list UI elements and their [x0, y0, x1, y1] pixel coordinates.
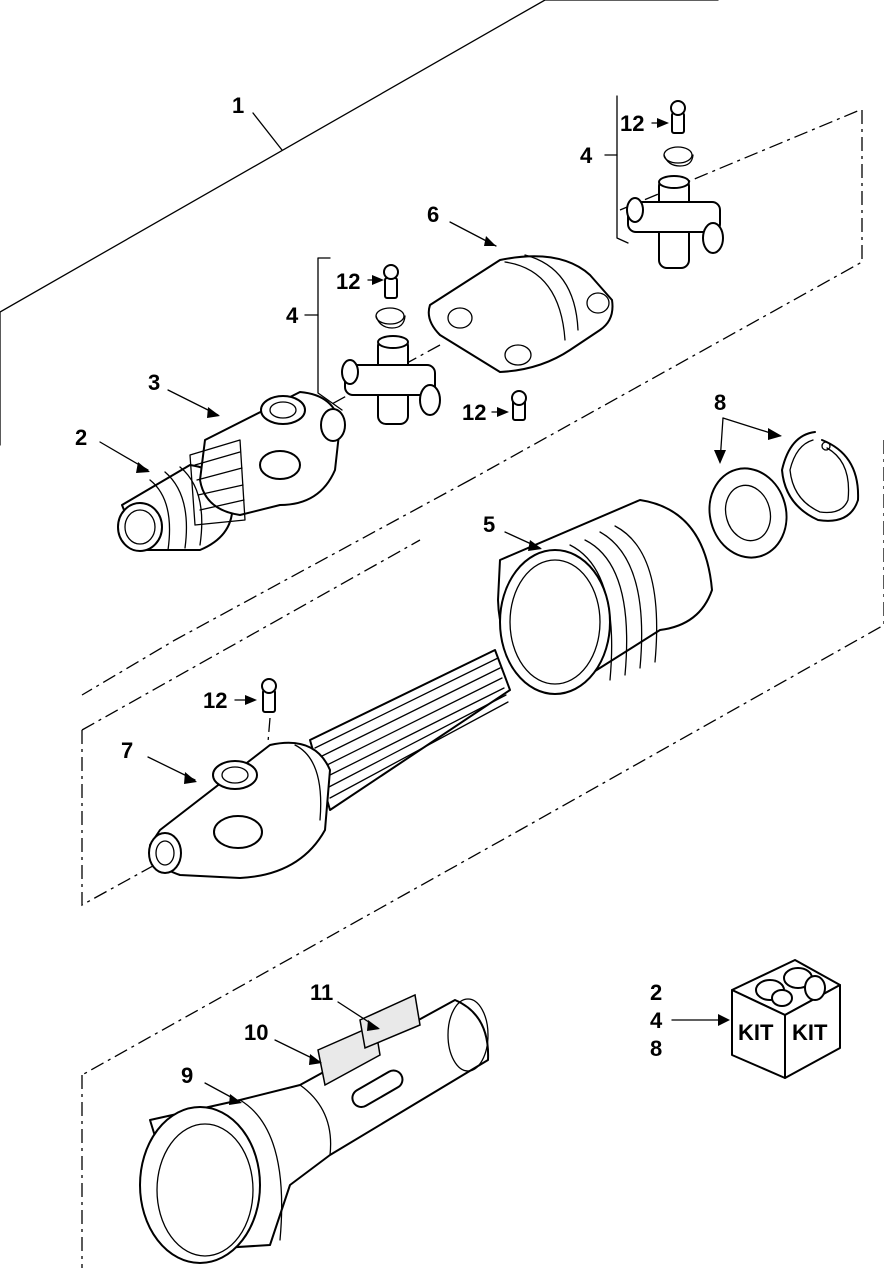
kit-label-right: KIT [792, 1020, 828, 1045]
part-3-yoke [189, 391, 346, 526]
callout-4-right: 4 [580, 143, 593, 168]
part-8-seal-and-circlip [708, 431, 860, 559]
kit-box: KIT KIT [731, 959, 841, 1079]
part-9-guard-cone [139, 998, 490, 1264]
kit-label-left: KIT [738, 1020, 774, 1045]
kit-item-4: 4 [650, 1008, 663, 1033]
kit-item-2: 2 [650, 980, 662, 1005]
callout-12-middle: 12 [462, 400, 486, 425]
part-11-decal [359, 993, 421, 1050]
guard-slot [351, 1069, 404, 1108]
callout-12-top: 12 [620, 111, 644, 136]
callout-4-left: 4 [286, 303, 299, 328]
part-4-cross-left [341, 264, 441, 425]
callout-10: 10 [244, 1020, 268, 1045]
part-12-grease-nipple-low [261, 678, 277, 713]
callout-9: 9 [181, 1063, 193, 1088]
callout-12-upper: 12 [336, 269, 360, 294]
part-7-splined-yoke [148, 649, 511, 879]
part-6-flange-yoke [427, 254, 614, 373]
callout-12-lower: 12 [203, 688, 227, 713]
part-4-cross-right [626, 100, 724, 269]
leader-lines [99, 95, 782, 1105]
part-5-shroud [497, 499, 713, 695]
callout-5: 5 [483, 512, 495, 537]
callout-7: 7 [121, 738, 133, 763]
part-12-grease-nipple-mid [511, 390, 527, 421]
callout-1: 1 [232, 93, 244, 118]
callout-6: 6 [427, 202, 439, 227]
callout-8: 8 [714, 390, 726, 415]
callout-11: 11 [310, 980, 333, 1005]
assembly-bracket [0, 0, 719, 446]
callout-2: 2 [75, 425, 87, 450]
kit-item-8: 8 [650, 1036, 662, 1061]
callout-3: 3 [148, 370, 160, 395]
